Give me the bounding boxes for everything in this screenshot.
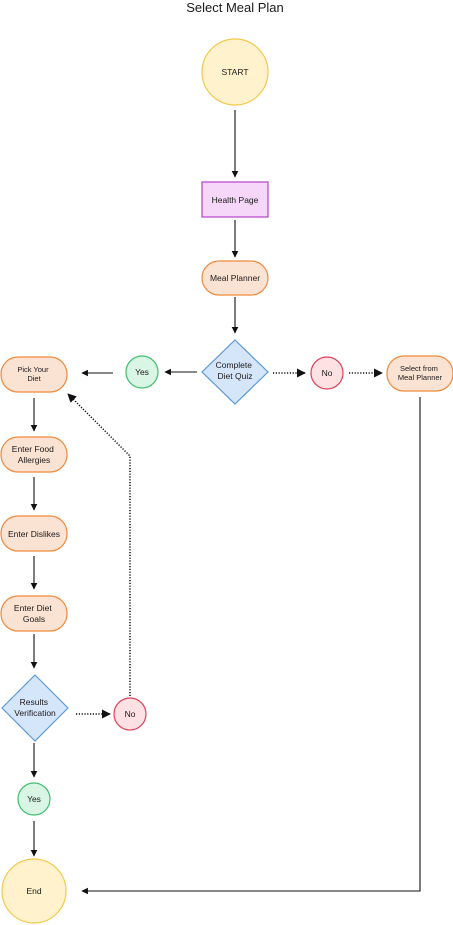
svg-text:START: START	[221, 67, 248, 77]
svg-text:Yes: Yes	[27, 794, 41, 804]
svg-text:Pick Your Diet: Pick Your Diet	[17, 365, 50, 383]
yes-quiz-node: Yes	[125, 355, 159, 389]
svg-text:Enter Food Allergies: Enter Food Allergies	[12, 444, 56, 465]
select-from-meal-planner-node: Select from Meal Planner	[386, 355, 453, 392]
enter-food-allergies-node: Enter Food Allergies	[0, 436, 68, 473]
no-results-node: No	[113, 697, 147, 731]
end-node: End	[1, 858, 67, 924]
svg-text:Enter Diet Goals: Enter Diet Goals	[14, 603, 54, 624]
meal-planner-node: Meal Planner	[201, 260, 269, 296]
no-quiz-node: No	[310, 356, 344, 390]
edge-no-back-pickdiet	[67, 393, 131, 696]
edge-selectplanner-end	[81, 397, 421, 895]
complete-diet-quiz-decision: Complete Diet Quiz	[201, 339, 269, 405]
yes-results-node: Yes	[17, 782, 51, 816]
svg-text:Meal Planner: Meal Planner	[210, 273, 260, 283]
svg-text:No: No	[322, 368, 333, 378]
enter-diet-goals-node: Enter Diet Goals	[0, 595, 68, 632]
pick-your-diet-node: Pick Your Diet	[0, 356, 68, 393]
svg-text:End: End	[26, 886, 41, 896]
svg-text:Enter Dislikes: Enter Dislikes	[8, 529, 60, 539]
svg-text:Health Page: Health Page	[212, 195, 259, 205]
connectors	[30, 110, 421, 895]
svg-text:Select from Meal Planner: Select from Meal Planner	[398, 364, 443, 382]
results-verification-decision: Results Verification	[1, 674, 69, 742]
svg-text:No: No	[125, 709, 136, 719]
svg-text:Yes: Yes	[135, 367, 149, 377]
svg-text:Complete Diet Quiz: Complete Diet Quiz	[216, 360, 255, 381]
enter-dislikes-node: Enter Dislikes	[0, 515, 68, 552]
start-node: START	[201, 38, 269, 106]
page-title: Select Meal Plan	[186, 0, 284, 15]
svg-text:Results Verification: Results Verification	[14, 697, 56, 718]
health-page-node: Health Page	[201, 181, 269, 218]
